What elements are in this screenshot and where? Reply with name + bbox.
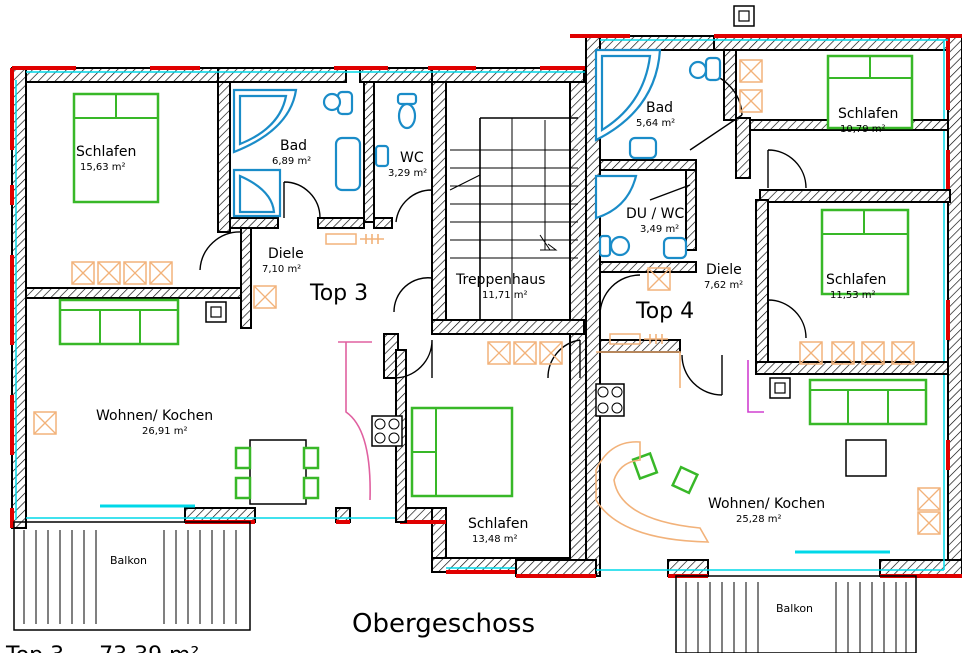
outer-walls-right: [515, 35, 962, 577]
room-area-diele-right: 7,62 m²: [704, 280, 743, 291]
staircase: [449, 117, 578, 320]
balcony-left-label: Balkon: [110, 554, 147, 567]
floor-title: Obergeschoss: [352, 609, 535, 639]
furniture: [58, 54, 928, 505]
room-name-du-wc-right: DU / WC: [626, 206, 684, 222]
room-name-diele-left: Diele: [268, 246, 304, 262]
room-labels: Schlafen 15,63 m² Bad 6,89 m² WC 3,29 m²…: [5, 100, 898, 653]
unit-label-top3: Top 3: [309, 281, 368, 306]
sanitary-fixtures: [232, 48, 722, 260]
balcony-left: [13, 521, 251, 631]
room-area-bad-right: 5,64 m²: [636, 118, 675, 129]
room-area-wohnen-right: 25,28 m²: [736, 514, 782, 525]
interior-walls-left: [25, 81, 585, 523]
room-area-schlafen-top-left: 15,63 m²: [80, 162, 126, 173]
cabinets: [33, 59, 941, 543]
room-area-treppenhaus: 11,71 m²: [482, 290, 528, 301]
room-name-wc-left: WC: [400, 150, 424, 166]
room-name-bad-left: Bad: [280, 138, 307, 154]
footer-area-summary: Top 3 ... 73,39 m²: [5, 643, 199, 653]
kitchen-stoves: [205, 5, 791, 447]
room-area-wc-left: 3,29 m²: [388, 168, 427, 179]
room-area-wohnen-left: 26,91 m²: [142, 426, 188, 437]
room-name-bad-right: Bad: [646, 100, 673, 116]
room-area-schlafen-top-right: 10,79 m²: [840, 124, 886, 135]
room-name-wohnen-right: Wohnen/ Kochen: [708, 496, 825, 512]
room-area-bad-left: 6,89 m²: [272, 156, 311, 167]
room-area-schlafen-mid-right: 11,53 m²: [830, 290, 876, 301]
room-area-diele-left: 7,10 m²: [262, 264, 301, 275]
balcony-right: [675, 575, 917, 653]
pipes: [338, 341, 764, 501]
window-lines-left: [15, 71, 588, 569]
doors: [199, 71, 807, 396]
unit-label-top4: Top 4: [635, 299, 694, 324]
room-name-diele-right: Diele: [706, 262, 742, 278]
window-lines-right: [596, 39, 948, 571]
room-name-treppenhaus: Treppenhaus: [455, 272, 545, 288]
room-name-wohnen-left: Wohnen/ Kochen: [96, 408, 213, 424]
balcony-right-label: Balkon: [776, 602, 813, 615]
room-name-schlafen-top-left: Schlafen: [76, 144, 136, 160]
room-name-schlafen-top-right: Schlafen: [838, 106, 898, 122]
room-area-schlafen-bottom-center: 13,48 m²: [472, 534, 518, 545]
room-name-schlafen-bottom-center: Schlafen: [468, 516, 528, 532]
room-name-schlafen-mid-right: Schlafen: [826, 272, 886, 288]
room-area-du-wc-right: 3,49 m²: [640, 224, 679, 235]
